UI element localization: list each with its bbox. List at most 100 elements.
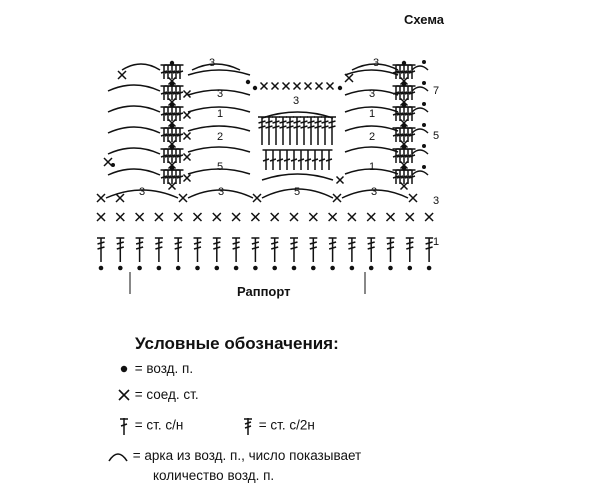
double-crochet	[290, 149, 298, 170]
foundation-chain-row	[98, 265, 432, 271]
chain-stitch-icon	[120, 366, 128, 373]
slip-stitch	[399, 118, 409, 128]
chain-stitch	[233, 265, 239, 271]
chain-stitch	[195, 265, 200, 271]
chain-arch-icon	[108, 453, 128, 462]
double-crochet-icon	[120, 418, 128, 435]
treble-crochet	[309, 237, 318, 262]
double-crochet	[318, 149, 326, 170]
chain-stitch	[118, 265, 123, 271]
chain-stitch	[422, 60, 426, 64]
chain-stitch	[422, 102, 426, 106]
slip-stitch	[182, 173, 192, 183]
chain-arch	[107, 105, 161, 113]
arch-label: 3	[139, 186, 145, 198]
slip-stitch	[270, 212, 280, 222]
slip-stitch	[167, 139, 177, 149]
legend-dc-text: = ст. с/н	[134, 417, 184, 433]
treble-crochet	[279, 116, 287, 145]
treble-crochet	[286, 116, 294, 145]
slip-stitch	[192, 212, 203, 222]
legend-arch: = арка из возд. п., число показывает	[107, 448, 361, 463]
slip-stitch	[182, 152, 192, 162]
repeat-label: Раппорт	[237, 284, 291, 299]
slip-stitch	[314, 81, 324, 91]
chain-arch	[187, 125, 251, 132]
chain-stitch	[175, 265, 181, 271]
chain-arch	[411, 107, 429, 113]
chain-arch	[411, 86, 429, 92]
legend-slip-text: = соед. ст.	[134, 387, 199, 402]
double-crochet	[176, 64, 184, 79]
chain-arch	[187, 106, 251, 113]
double-crochet	[176, 127, 184, 142]
slip-stitch	[270, 81, 280, 91]
slip-stitch	[167, 160, 177, 170]
chain-stitch	[253, 265, 258, 271]
treble-crochet	[321, 116, 329, 145]
arch-label: 1	[369, 108, 375, 120]
chain-stitch	[388, 265, 393, 271]
chain-arch	[261, 173, 334, 181]
chain-stitch	[407, 265, 413, 271]
double-crochet	[262, 149, 270, 170]
arch-label: 3	[209, 57, 215, 69]
treble-crochet	[328, 116, 336, 145]
slip-stitch	[289, 212, 299, 222]
slip-stitch	[292, 81, 302, 91]
slip-stitch	[96, 193, 106, 203]
arch-label: 3	[217, 88, 223, 100]
slip-stitch	[182, 131, 192, 141]
chain-arch	[341, 189, 409, 199]
treble-crochet	[265, 116, 273, 145]
arch-label: 3	[371, 186, 377, 198]
treble-crochet	[116, 237, 125, 262]
arch-label: 3	[218, 186, 224, 198]
legend-arch-line2: количество возд. п.	[153, 468, 275, 483]
treble-crochet	[300, 116, 308, 145]
slip-stitch	[96, 212, 106, 222]
chain-stitch	[330, 265, 335, 271]
chain-stitch	[349, 265, 355, 271]
slip-stitch-icon	[118, 389, 130, 402]
chain-arch	[344, 146, 399, 153]
arch-label: 3	[293, 95, 299, 107]
slip-stitch	[178, 193, 188, 203]
slip-stitch	[399, 97, 409, 107]
double-crochet	[408, 64, 416, 79]
slip-stitch	[167, 181, 177, 191]
chain-arch	[411, 128, 429, 134]
slip-stitch	[231, 212, 241, 222]
double-crochet	[176, 169, 184, 184]
slip-stitch	[385, 212, 396, 222]
chain-stitch	[111, 163, 115, 167]
slip-stitch	[399, 76, 409, 86]
chain-arch	[261, 188, 334, 199]
treble-crochet	[367, 237, 376, 262]
chain-stitch	[272, 265, 278, 271]
treble-crochet	[212, 237, 221, 262]
slip-stitch	[167, 97, 177, 107]
chain-stitch	[252, 85, 258, 91]
legend-tr-text: = ст. с/2н	[258, 417, 315, 433]
chain-stitch	[422, 81, 426, 85]
slip-stitch	[399, 160, 409, 170]
slip-stitch	[344, 73, 354, 83]
chain-arch	[191, 63, 241, 71]
chain-arch	[107, 147, 161, 155]
legend-chain: = возд. п.	[117, 361, 193, 376]
arch-label: 3	[373, 57, 379, 69]
legend-tr: = ст. с/2н	[241, 416, 315, 436]
chain-arch	[344, 168, 399, 175]
slip-stitch	[212, 212, 222, 222]
chain-arch	[107, 84, 161, 92]
treble-crochet	[272, 116, 280, 145]
row-number-1: 1	[433, 236, 440, 248]
legend-title: Условные обозначения:	[135, 334, 339, 353]
chain-stitch	[422, 123, 426, 127]
double-crochet	[408, 169, 416, 184]
chain-arch	[105, 189, 179, 199]
slip-stitch	[182, 110, 192, 120]
slip-stitch	[117, 70, 127, 80]
